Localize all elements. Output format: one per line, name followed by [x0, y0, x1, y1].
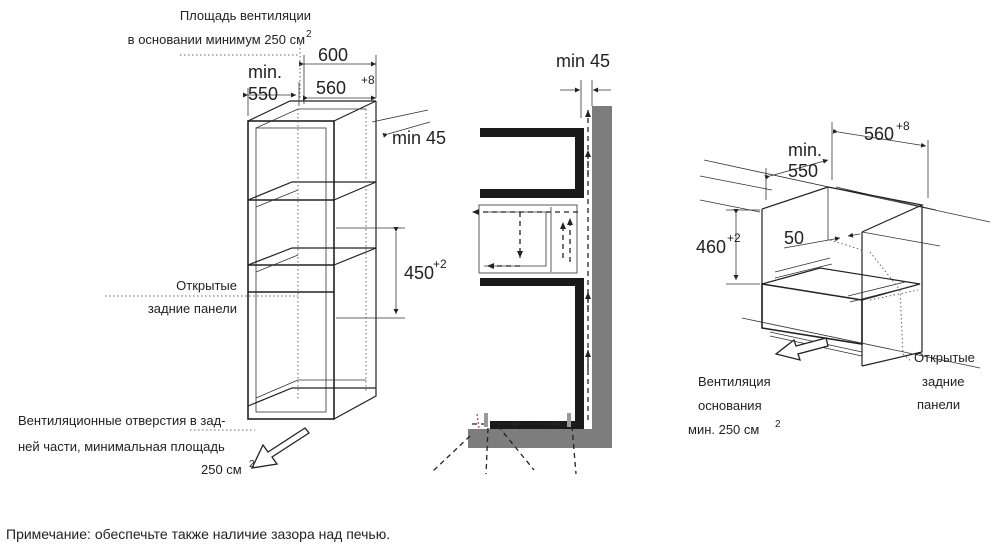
section-gap-label: min 45	[556, 51, 610, 71]
tall-width-560-sup: +8	[361, 73, 375, 87]
uc-open-panels-line1: Открытые	[914, 350, 975, 365]
vent-area-label-line2: в основании минимум 250 см	[128, 32, 305, 47]
tall-gap-label: min 45	[392, 128, 446, 148]
uc-depth-min-label: min.	[788, 140, 822, 160]
tall-depth-min-label: min.	[248, 62, 282, 82]
rear-vent-line2: ней части, минимальная площадь	[18, 439, 225, 454]
uc-depth-min-value: 550	[788, 161, 818, 181]
uc-vent-sup: 2	[775, 419, 781, 430]
uc-height-460-sup: +2	[727, 231, 741, 245]
tall-cabinet-drawing	[105, 44, 431, 469]
side-section-drawing	[431, 80, 612, 475]
tall-width-560: 560	[316, 78, 346, 98]
rear-vent-sup: 2	[249, 459, 255, 470]
uc-vent-line3: мин. 250 см	[688, 422, 759, 437]
undercounter-drawing	[699, 122, 991, 369]
tall-height-450-sup: +2	[433, 257, 447, 271]
uc-open-panels-line2: задние	[922, 374, 964, 389]
vent-area-sup: 2	[306, 29, 312, 40]
uc-vent-line2: основания	[698, 398, 762, 413]
uc-height-460: 460	[696, 237, 726, 257]
uc-gap-50: 50	[784, 228, 804, 248]
uc-vent-line1: Вентиляция	[698, 374, 771, 389]
installation-note: Примечание: обеспечьте также наличие заз…	[6, 526, 390, 542]
vent-area-label-line1: Площадь вентиляции	[180, 8, 311, 23]
uc-width-560-sup: +8	[896, 119, 910, 133]
tall-open-panels-line2: задние панели	[148, 301, 237, 316]
rear-vent-line1: Вентиляционные отверстия в зад-	[18, 413, 226, 428]
tall-width-600: 600	[318, 45, 348, 65]
tall-depth-min-value: 550	[248, 84, 278, 104]
uc-open-panels-line3: панели	[917, 397, 960, 412]
rear-vent-line3: 250 см	[201, 462, 242, 477]
uc-width-560: 560	[864, 124, 894, 144]
tall-open-panels-line1: Открытые	[176, 278, 237, 293]
tall-height-450: 450	[404, 263, 434, 283]
